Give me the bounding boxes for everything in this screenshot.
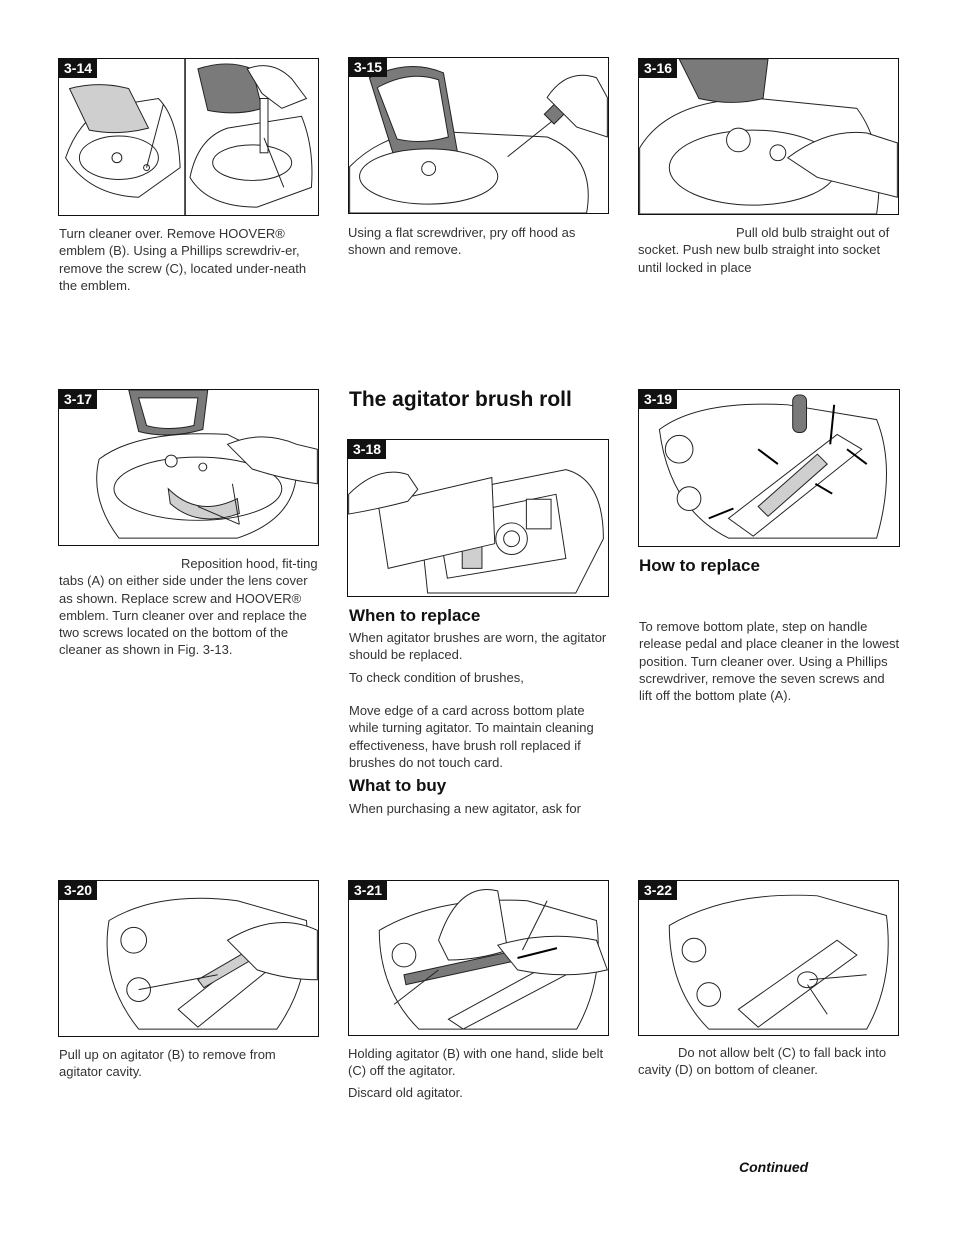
caption-3-22: Do not allow belt (C) to fall back into …: [638, 1045, 887, 1078]
illustration-remove-bottom-plate: [658, 394, 887, 539]
section-title: The agitator brush roll: [349, 388, 572, 411]
what-to-buy-heading: What to buy: [349, 776, 447, 795]
caption-3-21-discard: Discard old agitator.: [348, 1085, 463, 1100]
figure-number: 3-15: [349, 58, 388, 77]
figure-3-15: 3-15: [348, 57, 609, 214]
illustration-slide-belt: [378, 889, 608, 1030]
illustration-reposition-hood: [96, 390, 318, 539]
continued-label: Continued: [739, 1159, 809, 1175]
check-brushes-text: To check condition of brushes,: [349, 670, 524, 685]
figure-3-14: 3-14: [58, 58, 319, 216]
when-to-replace-heading: When to replace: [349, 606, 481, 625]
illustration-check-brushes: [348, 469, 604, 594]
illustration-pry-hood: [349, 65, 608, 213]
what-to-buy-text: When purchasing a new agitator, ask for: [349, 801, 581, 816]
caption-3-15: Using a flat screwdriver, pry off hood a…: [348, 225, 576, 258]
illustration-belt-cavity: [668, 894, 889, 1030]
when-to-replace-text: When agitator brushes are worn, the agit…: [349, 630, 607, 663]
how-to-replace-heading: How to replace: [639, 556, 760, 575]
figure-3-19: 3-19: [638, 389, 900, 547]
illustration-replace-bulb: [639, 59, 898, 214]
figure-3-18: 3-18: [347, 439, 609, 597]
caption-3-17: Reposition hood, fit-ting tabs (A) on ei…: [59, 556, 318, 658]
figure-3-21: 3-21: [348, 880, 609, 1036]
caption-3-19: To remove bottom plate, step on handle r…: [639, 619, 900, 704]
card-test-text: Move edge of a card across bottom plate …: [349, 703, 594, 770]
figure-number: 3-20: [59, 881, 98, 900]
caption-3-20: Pull up on agitator (B) to remove from a…: [59, 1047, 276, 1080]
figure-number: 3-21: [349, 881, 388, 900]
illustration-remove-emblem: [65, 59, 313, 215]
figure-3-16: 3-16: [638, 58, 899, 215]
figure-3-17: 3-17: [58, 389, 319, 546]
figure-number: 3-17: [59, 390, 98, 409]
caption-3-16: Pull old bulb straight out of socket. Pu…: [638, 225, 890, 275]
figure-number: 3-22: [639, 881, 678, 900]
caption-3-14: Turn cleaner over. Remove HOOVER® emblem…: [59, 226, 307, 293]
figure-number: 3-16: [639, 59, 678, 78]
figure-number: 3-19: [639, 390, 678, 409]
figure-3-20: 3-20: [58, 880, 319, 1037]
figure-number: 3-14: [59, 59, 98, 78]
caption-3-21: Holding agitator (B) with one hand, slid…: [348, 1046, 604, 1079]
illustration-pull-agitator: [106, 897, 318, 1030]
figure-3-22: 3-22: [638, 880, 899, 1036]
figure-number: 3-18: [348, 440, 387, 459]
